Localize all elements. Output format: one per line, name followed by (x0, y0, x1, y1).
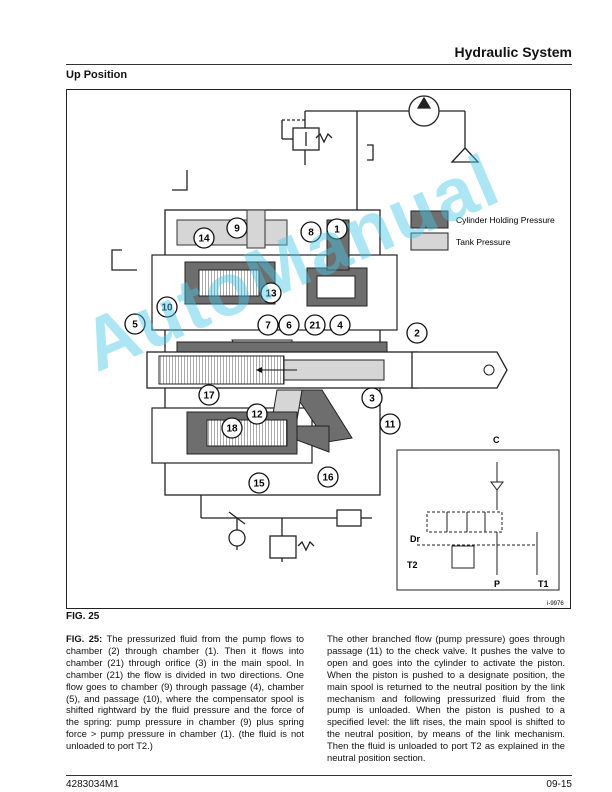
callout-circle-10 (156, 296, 178, 318)
callout-circle-6 (278, 314, 300, 336)
pump-circuit (111, 95, 480, 271)
callout-circle-12 (246, 403, 268, 425)
section-title: Hydraulic System (454, 44, 573, 60)
callout-circle-17 (198, 384, 220, 406)
callout-label-3: 3 (369, 394, 375, 405)
paragraph-2: The other branched flow (pump pressure) … (327, 633, 565, 764)
callout-circle-16 (317, 466, 339, 488)
callout-label-7: 7 (265, 321, 271, 332)
callout-circle-14 (193, 227, 215, 249)
callout-label-8: 8 (308, 228, 314, 239)
callout-circle-5 (124, 313, 146, 335)
callout-label-11: 11 (385, 420, 396, 431)
callout-label-1: 1 (334, 225, 340, 236)
callout-label-17: 17 (203, 391, 215, 402)
inset-label-c: C (493, 435, 500, 445)
callout-label-2: 2 (414, 329, 420, 340)
paragraph-1: The pressurized fluid from the pump flow… (66, 633, 304, 752)
callout-circle-2 (406, 322, 428, 344)
callout-label-9: 9 (234, 224, 240, 235)
footer-rule (66, 775, 572, 776)
subheading: Up Position (66, 69, 128, 81)
callout-circle-7 (257, 314, 279, 336)
callout-circle-13 (260, 282, 282, 304)
body-column-right: The other branched flow (pump pressure) … (327, 633, 565, 764)
inset-label-p: P (494, 579, 500, 589)
callout-circle-9 (226, 217, 248, 239)
callout-label-10: 10 (161, 303, 173, 314)
callout-circle-11 (379, 413, 401, 435)
paragraph-lead: FIG. 25: (66, 633, 103, 644)
callout-label-18: 18 (226, 424, 238, 435)
legend-label-cylinder: Cylinder Holding Pressure (456, 215, 555, 225)
callout-circle-3 (361, 387, 383, 409)
callout-circle-15 (248, 472, 270, 494)
main-spool (146, 351, 508, 389)
header-rule (66, 64, 572, 65)
figure-label: FIG. 25 (66, 611, 100, 622)
callout-label-6: 6 (286, 321, 292, 332)
callout-label-21: 21 (309, 321, 321, 332)
hydraulic-diagram: Cylinder Holding Pressure Tank Pressure … (111, 95, 564, 607)
callout-label-16: 16 (322, 473, 334, 484)
body-column-left: FIG. 25: The pressurized fluid from the … (66, 633, 304, 752)
callout-circle-18 (221, 417, 243, 439)
callout-label-14: 14 (198, 234, 210, 245)
callout-label-15: 15 (253, 479, 265, 490)
inset-label-dr: Dr (410, 534, 420, 544)
doc-number: 4283034M1 (66, 779, 119, 790)
callout-label-5: 5 (132, 320, 138, 331)
callout-label-13: 13 (265, 289, 277, 300)
callout-label-12: 12 (251, 410, 263, 421)
callout-circle-8 (300, 221, 322, 243)
callout-circle-1 (326, 218, 348, 240)
callout-circle-21 (304, 314, 326, 336)
inset-label-t2: T2 (407, 560, 418, 570)
page-number: 09-15 (546, 779, 572, 790)
figure-image-id: i-9976 (547, 601, 564, 607)
callout-circle-4 (329, 314, 351, 336)
return-circuit (200, 495, 372, 562)
legend-swatch-tank (410, 232, 449, 251)
inset-label-t1: T1 (538, 579, 549, 589)
callout-label-4: 4 (337, 321, 343, 332)
figure-frame: Cylinder Holding Pressure Tank Pressure … (66, 89, 571, 609)
legend-label-tank: Tank Pressure (456, 237, 511, 247)
legend-swatch-cylinder (410, 210, 449, 229)
inset-schematic: C Dr T2 P T1 (396, 435, 560, 591)
